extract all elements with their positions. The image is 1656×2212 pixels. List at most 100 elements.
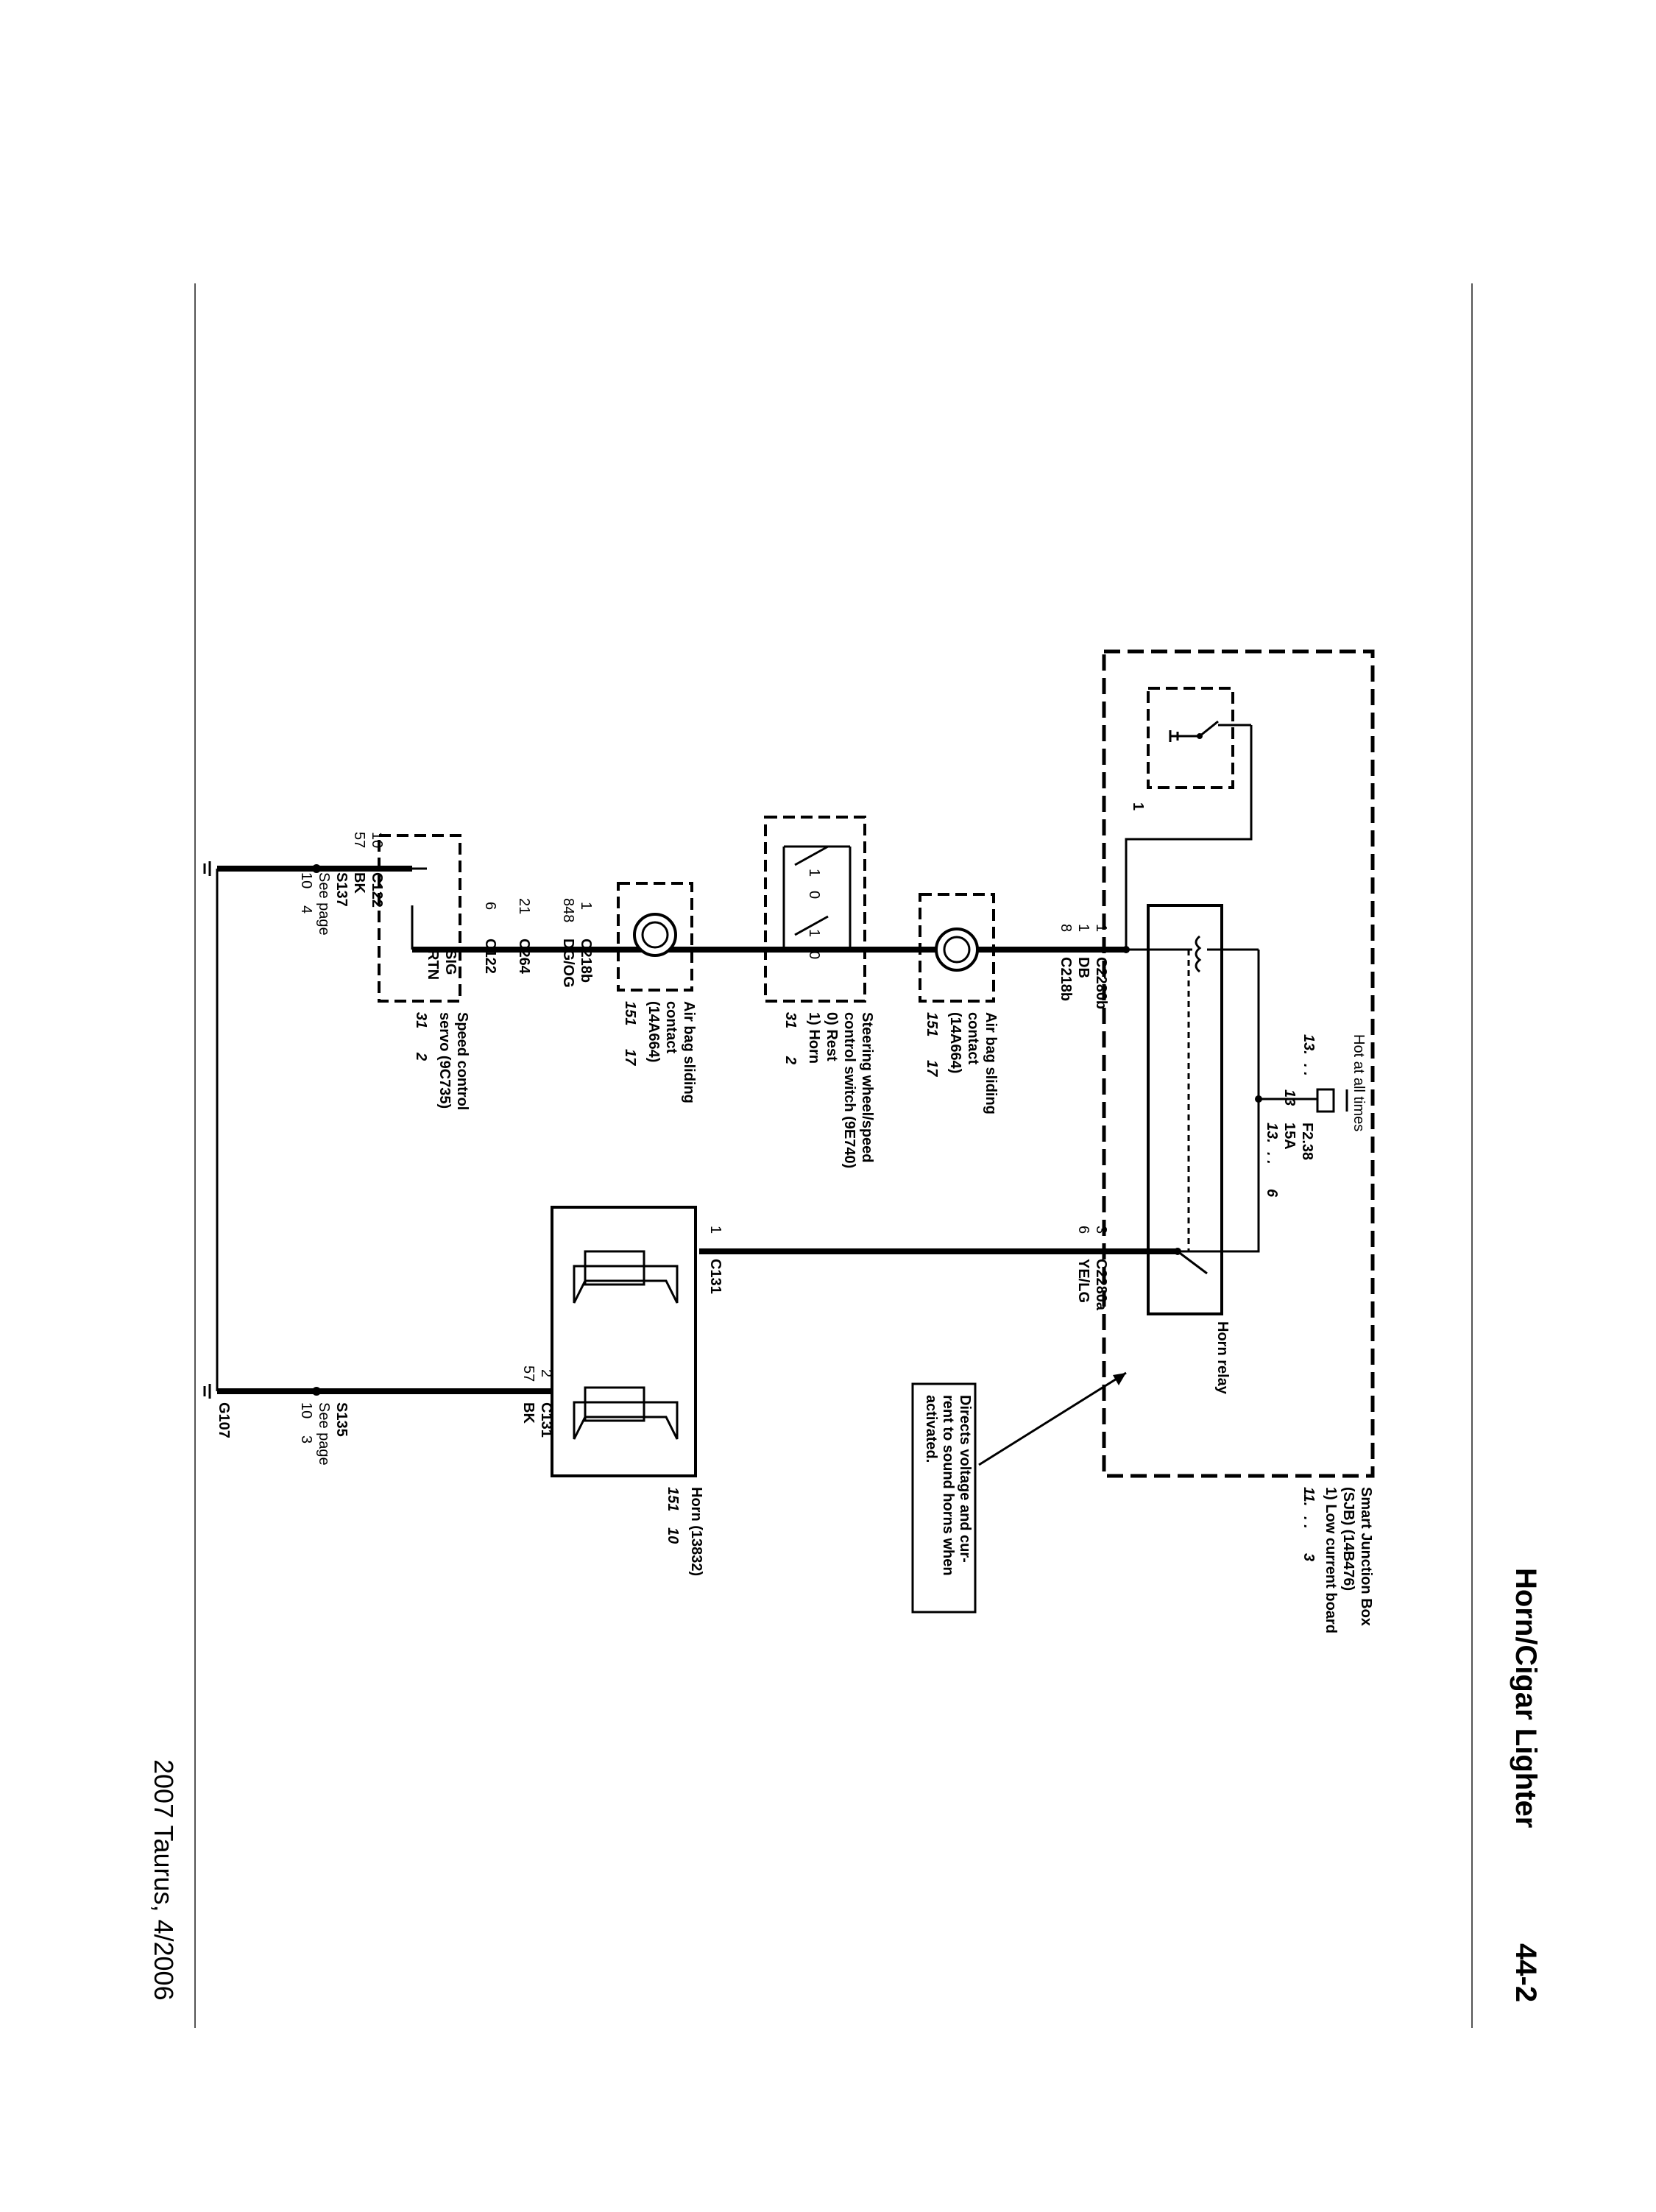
right-see-p2: 3 <box>298 1435 314 1444</box>
clockspring-lower-inner-icon <box>641 921 669 949</box>
db-color: DB <box>1075 957 1091 978</box>
left-c57: 57 <box>351 832 367 848</box>
scs-ref2: 2 <box>413 1052 429 1061</box>
clockspring-icon <box>935 927 979 972</box>
c122-label: C122 <box>482 939 498 974</box>
switch-contact-1-icon <box>794 845 829 866</box>
right-bk: BK <box>520 1402 537 1424</box>
fuse-ref13cdots: . . <box>1264 1152 1280 1165</box>
switch-pos-0: 0 <box>806 891 822 899</box>
clockspring-lower-icon <box>633 913 677 957</box>
fuse-name: F2.38 <box>1299 1123 1315 1160</box>
asc2-conn: C218b <box>578 939 594 983</box>
c131-label: C131 <box>707 1259 723 1294</box>
sw-line-b: control switch (9E740) <box>841 1012 857 1168</box>
horn-relay <box>1147 904 1223 1315</box>
right-c57: 57 <box>520 1365 537 1382</box>
sjb-item: 1) Low current board <box>1323 1487 1339 1633</box>
g107-label: G107 <box>216 1402 232 1438</box>
horn-relay-label: Horn relay <box>1214 1321 1231 1395</box>
c264-label: C264 <box>516 939 532 975</box>
sjb-ref-a: 11. <box>1301 1487 1317 1506</box>
horn-ref2: 10 <box>665 1527 681 1544</box>
note-line-2: rent to sound horns when <box>940 1395 956 1576</box>
fuse-ref13a: 13. <box>1301 1034 1317 1055</box>
switch-contact-2-icon <box>794 915 829 936</box>
airbag-contact-lower <box>617 882 693 992</box>
board-switch-icon <box>1199 720 1219 738</box>
horn-assembly <box>551 1206 697 1477</box>
fuse-icon <box>1316 1088 1335 1113</box>
note-box <box>911 1382 977 1614</box>
page-number: 44-2 <box>1510 1943 1542 2002</box>
c264-circuit: 21 <box>516 898 532 914</box>
sw-line-c: 0) Rest <box>824 1012 840 1061</box>
horn-ref1: 151 <box>665 1487 681 1511</box>
left-see-page: See page <box>316 872 332 936</box>
switch-pos-1: 1 <box>806 869 822 877</box>
c218b-label: C218b <box>1058 957 1074 1001</box>
airbag-contact-upper <box>919 893 995 1003</box>
c122b-pin: 10 <box>369 832 385 848</box>
switch-pos-0b: 0 <box>806 951 822 959</box>
sjb-part: (SJB) (14B476) <box>1340 1487 1356 1591</box>
horn-label: Horn (13832) <box>688 1487 704 1576</box>
asc2-ref2: 17 <box>622 1049 638 1066</box>
clockspring-inner-icon <box>943 936 971 964</box>
board-ref-num: 1 <box>1130 802 1146 810</box>
fuse-amp: 15A <box>1281 1123 1298 1150</box>
supply-bus <box>1178 950 1260 1253</box>
fuse-ref13dots: . . <box>1301 1064 1317 1076</box>
asc1-line-a: Air bag sliding <box>983 1012 999 1114</box>
servo-rtn: RTN <box>425 950 441 980</box>
s137-label: S137 <box>333 872 350 907</box>
scs-line-b: servo (9C735) <box>436 1012 453 1109</box>
board-switch-pivot <box>1197 733 1203 739</box>
c2280b-pin: 1 <box>1093 924 1109 932</box>
sjb-ref-dots: . . <box>1301 1516 1317 1529</box>
sjb-name: Smart Junction Box <box>1358 1487 1374 1626</box>
asc1-ref1: 151 <box>924 1012 940 1036</box>
hot-label: Hot at all times <box>1351 1034 1367 1131</box>
board-to-relay-wire <box>1125 725 1253 950</box>
servo-sig: SIG <box>442 950 459 975</box>
left-see-p2: 4 <box>298 905 314 914</box>
s135-label: S135 <box>333 1402 350 1437</box>
horn-icon-1 <box>573 1250 679 1304</box>
speed-control-servo <box>378 834 461 1003</box>
right-see-page: See page <box>316 1402 332 1466</box>
c122b-label: C122 <box>369 872 385 908</box>
left-see-p1: 10 <box>298 872 314 888</box>
c2280a-pin: 3 <box>1093 1226 1109 1234</box>
note-arrow-icon <box>1113 1373 1126 1385</box>
c131-pin: 1 <box>707 1226 723 1234</box>
asc2-ref1: 151 <box>622 1001 638 1025</box>
fuse-ref13b: 13 <box>1281 1089 1298 1106</box>
c2280b-label: C2280b <box>1093 957 1109 1009</box>
dgog-color: DG/OG <box>560 939 576 988</box>
footer-text: 2007 Taurus, 4/2006 <box>149 1759 179 2001</box>
low-current-board <box>1147 687 1234 789</box>
s135-splice <box>312 1387 321 1396</box>
asc1-line-b: contact <box>965 1012 981 1064</box>
asc1-ref2: 17 <box>924 1060 940 1077</box>
note-pointer <box>978 1371 1127 1466</box>
asc1-line-c: (14A664) <box>947 1012 963 1073</box>
horn-icon-2 <box>573 1386 679 1440</box>
sw-line-d: 1) Horn <box>806 1012 822 1064</box>
sw-ref1: 31 <box>782 1012 799 1028</box>
c2280a-label: C2280a <box>1093 1259 1109 1311</box>
asc2-pin: 1 <box>578 902 594 910</box>
db-circuit-num: 1 <box>1075 924 1091 932</box>
fuse-ref6: 6 <box>1264 1189 1280 1198</box>
note-line-3: activated. <box>923 1395 939 1463</box>
c122-pin: 6 <box>482 902 498 910</box>
circuit-6: 6 <box>1075 1226 1091 1234</box>
note-line-1: Directs voltage and cur- <box>957 1395 973 1563</box>
c131b-label: C131 <box>538 1402 554 1438</box>
circuit-848: 848 <box>560 898 576 922</box>
asc2-line-b: contact <box>663 1001 679 1053</box>
page-title: Horn/Cigar Lighter <box>1510 1568 1542 1828</box>
c218b-pin: 8 <box>1058 924 1074 932</box>
